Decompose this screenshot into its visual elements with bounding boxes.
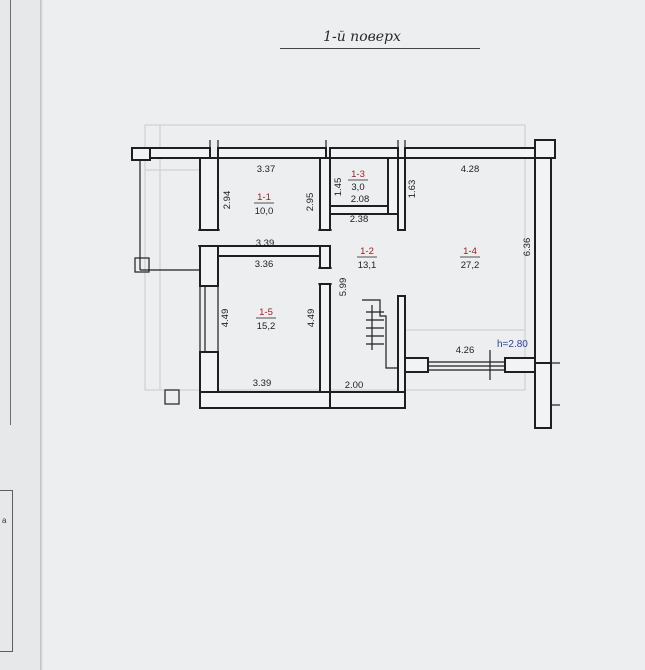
wall-room4-south-right	[504, 357, 536, 373]
adjacent-sheet: a	[0, 0, 40, 670]
room-area: 3,0	[351, 182, 364, 193]
room-id: 1-2	[360, 246, 374, 257]
room-area: 27,2	[461, 260, 480, 271]
adjacent-sheet-mark: a	[2, 516, 7, 525]
dimension-labels: 3.37 2.94 2.95 3.39 3.36 4.49 4.49 3.39 …	[220, 164, 533, 391]
dim-room3-left: 1.45	[333, 178, 344, 197]
dim-room1-left: 2.94	[222, 191, 233, 210]
wall-top-4	[404, 147, 536, 159]
wall-top-1	[149, 147, 211, 159]
wall-left-upper	[199, 157, 219, 231]
room-area: 15,2	[257, 321, 276, 332]
wall-right-lower	[534, 362, 552, 429]
wall-top-right-post	[534, 139, 556, 159]
wall-hall-room4-upper	[397, 157, 406, 231]
room-area: 13,1	[358, 260, 377, 271]
dim-room4-bottom: 4.26	[456, 345, 475, 356]
dim-hall-bottom: 2.00	[345, 380, 364, 391]
dim-room4-left: 1.63	[407, 180, 418, 199]
room-1-3: 1-3 3,0	[348, 169, 368, 193]
room-1-5: 1-5 15,2	[256, 307, 276, 332]
dim-room4-right: 6.36	[522, 238, 533, 257]
wall-top-2	[217, 147, 327, 159]
room-1-1: 1-1 10,0	[254, 192, 274, 217]
plan-title: 1-й поверх	[323, 29, 401, 45]
floor-plan-sheet: 1-й поверх	[40, 0, 645, 670]
openings	[198, 140, 560, 406]
wall-bottom-1	[199, 391, 331, 409]
wall-room1-hall-mid	[319, 245, 331, 269]
dim-room3-bottom: 2.08	[351, 194, 370, 205]
staircase	[362, 299, 398, 369]
dim-room5-left: 4.49	[220, 309, 231, 328]
adjacent-sheet-border	[10, 0, 11, 425]
room-1-2: 1-2 13,1	[357, 246, 377, 271]
adjacent-sheet-frame	[0, 490, 13, 652]
wall-top-left-stub	[131, 147, 151, 161]
dim-room1-top: 3.37	[257, 164, 276, 175]
pillar-bottom-left	[164, 389, 180, 405]
wall-room5-hall	[319, 283, 331, 393]
wall-room1-hall-upper	[319, 157, 331, 231]
ceiling-height-label: h=2.80	[497, 339, 528, 350]
dim-hall-mid: 2.38	[350, 214, 369, 225]
interior-walls	[217, 157, 406, 393]
room-id: 1-1	[257, 192, 271, 203]
room-id: 1-5	[259, 307, 273, 318]
wall-bottom-2	[329, 391, 406, 409]
room-id: 1-3	[351, 169, 365, 180]
dim-room5-right: 4.49	[306, 309, 317, 328]
room-id: 1-4	[463, 246, 477, 257]
dim-room4-top: 4.28	[461, 164, 480, 175]
wall-room3-bottom	[329, 205, 391, 215]
dim-room5-top: 3.36	[255, 259, 274, 270]
dim-room5-bottom: 3.39	[253, 378, 272, 389]
outer-walls	[131, 139, 556, 429]
floor-plan: 3.37 2.94 2.95 3.39 3.36 4.49 4.49 3.39 …	[131, 124, 560, 429]
room-area: 10,0	[255, 206, 274, 217]
wall-room3-right	[387, 157, 399, 215]
dim-room1-bottom: 3.39	[256, 238, 275, 249]
wall-left-mid	[199, 245, 219, 287]
dim-hall-height: 5.99	[338, 278, 349, 297]
room-1-4: 1-4 27,2	[460, 246, 480, 271]
porch	[134, 160, 200, 405]
wall-hall-room4-lower	[397, 295, 406, 393]
plan-title-underline	[280, 48, 480, 49]
wall-right	[534, 157, 552, 364]
room-labels: 1-1 10,0 1-3 3,0 1-2 13,1 1-4 27,2 1-5	[254, 169, 480, 332]
dim-room1-right: 2.95	[305, 193, 316, 212]
wall-top-3	[329, 147, 399, 159]
